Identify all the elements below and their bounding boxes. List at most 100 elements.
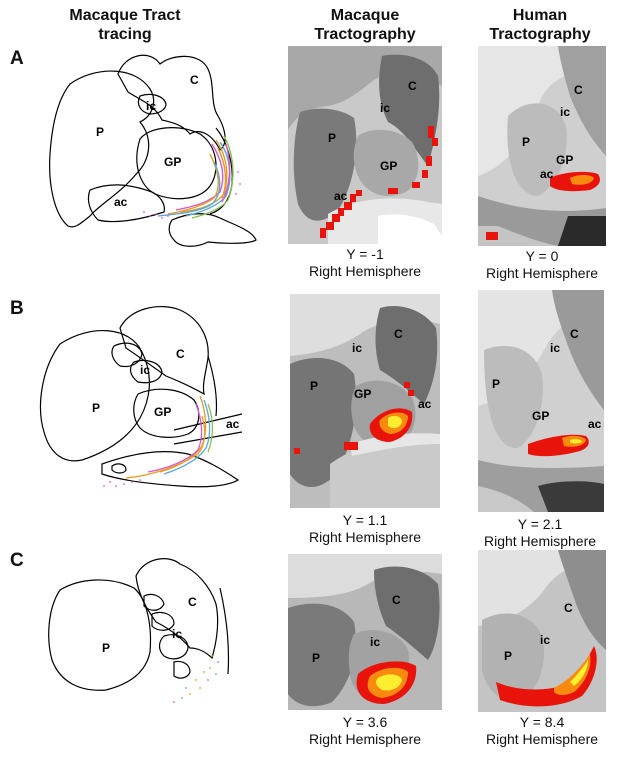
macaque-caption-a-hemi: Right Hemisphere — [308, 263, 422, 279]
macaque-caption-c-y: Y = 3.6 — [342, 714, 388, 730]
outline-caudate-c — [135, 558, 219, 660]
outline-ic2-c — [151, 611, 175, 631]
outline-temporal-a — [168, 213, 257, 247]
tracing-label-p-c: P — [102, 641, 110, 655]
macaque-label-p-b: P — [310, 379, 318, 393]
tracing-label-gp-b: GP — [154, 405, 171, 419]
column-header-human-line1: Human — [512, 7, 568, 24]
heatmap-c-macaque — [356, 661, 417, 704]
macaque-label-c-b: C — [394, 327, 403, 341]
macaque-label-gp-b: GP — [354, 387, 371, 401]
outline-putamen-b — [39, 329, 150, 462]
outline-ic1-c — [143, 593, 165, 611]
macaque-label-p-a: P — [328, 131, 336, 145]
tracing-label-ac-b: ac — [226, 417, 240, 431]
heatmap-a-human — [486, 171, 600, 240]
heatmap-b-human — [528, 434, 589, 457]
macaque-caption-b-y: Y = 1.1 — [342, 512, 388, 528]
macaque-caption-c: Y = 3.6 Right Hemisphere — [288, 714, 442, 748]
tracing-drawing-c: C ic P — [40, 548, 244, 710]
tracing-label-ac-a: ac — [114, 195, 128, 209]
tracing-drawing-b: C ic P GP ac — [30, 296, 252, 496]
outline-temporal-b — [101, 451, 240, 488]
human-label-gp-a: GP — [556, 153, 573, 167]
tracing-label-c-a: C — [190, 73, 199, 87]
macaque-label-ic-b: ic — [352, 341, 362, 355]
human-label-c-a: C — [574, 83, 583, 97]
tracing-label-p-a: P — [96, 125, 104, 139]
column-header-macaque-line2: Tractography — [314, 26, 416, 43]
tracing-label-c-b: C — [176, 347, 185, 361]
human-caption-c-hemi: Right Hemisphere — [485, 731, 599, 747]
macaque-mri-c: C ic P — [288, 554, 442, 710]
outline-caudate-b — [119, 306, 209, 396]
human-label-p-b: P — [492, 377, 500, 391]
outline-ac-b — [173, 413, 243, 445]
column-header-macaque: Macaque Tractography — [290, 6, 440, 44]
human-label-c-c: C — [564, 601, 573, 615]
outline-right-c — [219, 587, 230, 675]
macaque-label-ac-a: ac — [334, 189, 348, 203]
macaque-mri-a: C ic P GP ac — [288, 46, 442, 244]
human-caption-c-y: Y = 8.4 — [519, 714, 565, 730]
column-header-human: Human Tractography — [470, 6, 610, 44]
heatmap-c-human — [496, 646, 597, 707]
macaque-mri-b: C ic P GP ac — [290, 294, 440, 508]
human-label-ic-c: ic — [540, 633, 550, 647]
column-header-tracing-text: Macaque Tract tracing — [69, 7, 181, 43]
human-caption-b-y: Y = 2.1 — [517, 516, 563, 532]
macaque-label-p-c: P — [312, 651, 320, 665]
heatmap-a-macaque — [320, 126, 438, 238]
outline-ic3-c — [158, 634, 189, 660]
human-caption-c: Y = 8.4 Right Hemisphere — [474, 714, 610, 748]
outline-caudate-a — [117, 54, 226, 151]
column-header-macaque-line1: Macaque — [330, 7, 400, 24]
human-label-p-c: P — [504, 649, 512, 663]
outline-gp-b — [133, 388, 200, 438]
human-mri-b: C ic P GP ac — [478, 290, 604, 512]
outline-ac-a — [87, 184, 165, 223]
fiber-dots-c — [173, 655, 219, 703]
fiber-tracts-a — [157, 135, 234, 219]
fiber-dots-a — [143, 171, 241, 219]
human-caption-a-hemi: Right Hemisphere — [485, 265, 599, 281]
tracing-label-ic-c: ic — [172, 627, 182, 641]
outline-ic4-c — [173, 660, 191, 679]
human-caption-b: Y = 2.1 Right Hemisphere — [472, 516, 608, 550]
outline-gp-a — [136, 127, 217, 200]
human-label-gp-b: GP — [532, 409, 549, 423]
macaque-label-c-c: C — [392, 593, 401, 607]
outline-small-b — [111, 463, 127, 474]
human-caption-b-hemi: Right Hemisphere — [483, 533, 597, 549]
outline-right-b — [207, 355, 218, 417]
outline-ic-b — [111, 342, 143, 368]
macaque-caption-a: Y = -1 Right Hemisphere — [288, 246, 442, 280]
human-label-ac-a: ac — [540, 167, 554, 181]
outline-ic-a — [137, 93, 167, 115]
human-caption-a: Y = 0 Right Hemisphere — [474, 248, 610, 282]
macaque-caption-a-y: Y = -1 — [346, 246, 384, 262]
macaque-label-ic-a: ic — [380, 101, 390, 115]
heatmap-b-macaque — [294, 382, 414, 454]
tracing-label-ic-b: ic — [140, 363, 150, 377]
outline-putamen-a — [49, 70, 155, 228]
human-label-ic-b: ic — [550, 341, 560, 355]
human-label-ac-b: ac — [588, 417, 602, 431]
fiber-dots-b — [103, 479, 141, 487]
row-letter-c: C — [10, 550, 24, 571]
human-mri-a: C ic P GP ac — [478, 46, 606, 246]
macaque-caption-b-hemi: Right Hemisphere — [308, 529, 422, 545]
human-label-ic-a: ic — [560, 105, 570, 119]
macaque-label-gp-a: GP — [380, 159, 397, 173]
tracing-label-c-c: C — [188, 595, 197, 609]
macaque-caption-c-hemi: Right Hemisphere — [308, 731, 422, 747]
outline-ic2-b — [129, 359, 163, 384]
human-mri-c: C ic P — [478, 550, 606, 712]
tracing-label-ic-a: ic — [146, 99, 156, 113]
macaque-caption-b: Y = 1.1 Right Hemisphere — [290, 512, 440, 546]
human-label-p-a: P — [522, 135, 530, 149]
human-label-c-b: C — [570, 327, 579, 341]
macaque-label-ic-c: ic — [370, 635, 380, 649]
outline-putamen-c — [48, 579, 152, 691]
fiber-tracts-b — [125, 395, 214, 479]
